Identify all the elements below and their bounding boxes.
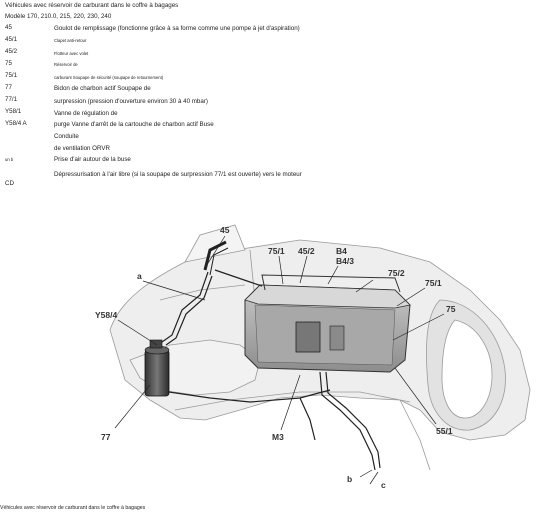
leader-lines (114, 235, 445, 485)
callout-45: 45 (220, 225, 230, 235)
callout-b4: B4 (336, 246, 347, 256)
callout-75-1-right: 75/1 (425, 278, 442, 288)
legend-text: Dépressurisation à l'air libre (si la so… (54, 171, 302, 178)
callout-77: 77 (101, 432, 111, 442)
legend-code: 77 (5, 84, 12, 91)
legend-code: 75/1 (5, 72, 18, 79)
callout-b: b (347, 474, 352, 484)
callout-75: 75 (446, 304, 456, 314)
legend-text: carburant Soupape de sécurité (soupape d… (54, 75, 164, 80)
legend-text: Prise d'air autour de la buse (54, 156, 131, 163)
vent-lines (161, 269, 381, 471)
legend-text: Vanne de régulation de (54, 110, 118, 117)
callout-45-2: 45/2 (298, 246, 315, 256)
legend-code: 45/2 (5, 48, 18, 55)
legend-code: 45/1 (5, 36, 18, 43)
document-title: Véhicules avec réservoir de carburant da… (5, 2, 179, 9)
callout-c: c (381, 480, 386, 490)
legend-text: Goulot de remplissage (fonctionne grâce … (54, 25, 300, 32)
legend-text: surpression (pression d'ouverture enviro… (54, 98, 208, 105)
charcoal-canister (144, 339, 170, 397)
callout-b4-3: B4/3 (336, 256, 354, 266)
legend-code: 77/1 (5, 96, 18, 103)
callout-55-1: 55/1 (436, 426, 453, 436)
callout-75-1-top: 75/1 (268, 246, 285, 256)
legend-code: CD (5, 180, 14, 187)
legend-text: Réservoir de (54, 62, 78, 67)
callout-m3: M3 (272, 432, 284, 442)
legend-text: Bidon de charbon actif Soupape de (54, 85, 151, 92)
callout-y58-4: Y58/4 (95, 310, 117, 320)
callouts: 45 75/1 45/2 B4 B4/3 75/2 75/1 75 a Y58/… (95, 225, 456, 490)
callout-75-2: 75/2 (388, 268, 405, 278)
legend-text: purge Vanne d'arrêt de la cartouche de c… (54, 121, 214, 128)
legend-code: Y58/1 (5, 108, 22, 115)
models-line: Modèle 170, 210.0, 215, 220, 230, 240 (5, 13, 112, 20)
legend-code: Y58/4 A (5, 120, 27, 127)
legend-text: de ventilation ORVR (54, 145, 110, 152)
legend-text: Conduite (54, 133, 79, 140)
filler-neck (203, 240, 229, 276)
fuel-tank (244, 274, 411, 373)
legend-text: Flotteur avec volet (54, 51, 89, 56)
callout-a: a (137, 271, 142, 281)
legend-code: 75 (5, 60, 12, 67)
legend-text: Clapet anti-retour (54, 38, 87, 43)
footer-caption: Véhicules avec réservoir de carburant da… (0, 505, 146, 511)
legend-code: 45 (5, 24, 12, 31)
legend-code: un b (5, 157, 14, 162)
